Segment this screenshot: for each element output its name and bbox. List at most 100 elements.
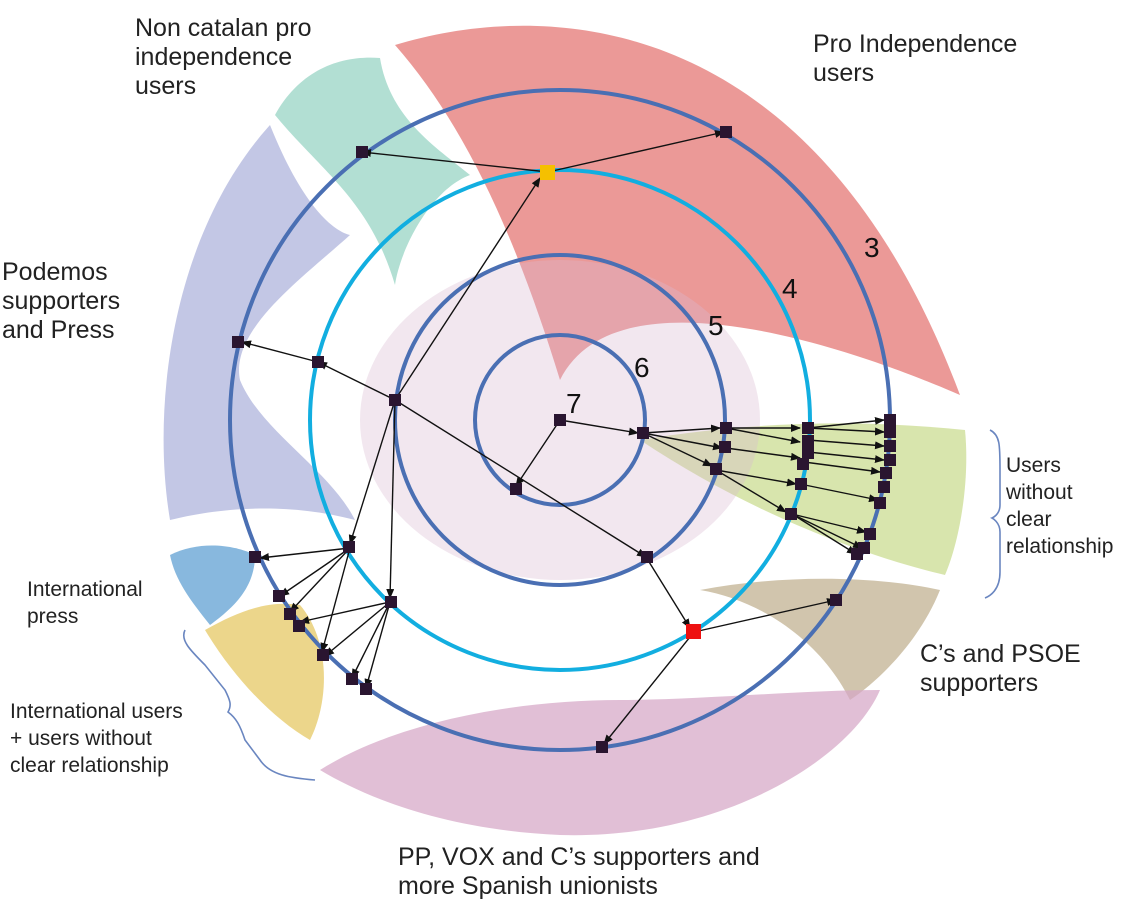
node: [554, 414, 566, 426]
label-pro-independence: Pro Independence users: [813, 30, 1018, 87]
node: [249, 551, 261, 563]
edge: [289, 547, 351, 613]
edge: [715, 469, 787, 513]
edge: [317, 361, 396, 401]
node: [802, 435, 814, 447]
edge: [791, 513, 867, 534]
node: [802, 422, 814, 434]
ring-6-label: 6: [634, 352, 650, 383]
ring-4-label: 4: [782, 273, 798, 304]
label-non-catalan: Non catalan pro independence users: [135, 14, 312, 100]
edge: [693, 598, 837, 633]
edge: [791, 513, 857, 555]
ring-5-label: 5: [708, 310, 724, 341]
edge: [361, 148, 549, 173]
edge: [386, 399, 396, 599]
edge: [241, 340, 319, 363]
label-international-users: International users + users without clea…: [10, 700, 183, 777]
band-pro-independence: [395, 25, 960, 395]
ring-4: [308, 168, 812, 672]
label-international-press: International press: [27, 578, 143, 628]
edge: [279, 547, 351, 597]
node: [346, 673, 358, 685]
node: [795, 478, 807, 490]
edge: [803, 461, 881, 475]
edges: [241, 130, 885, 745]
node: [884, 440, 896, 452]
node: [510, 483, 522, 495]
node: [317, 649, 329, 661]
node: [878, 481, 890, 493]
edge: [394, 177, 541, 401]
node: [884, 454, 896, 466]
node: [284, 608, 296, 620]
node: [596, 741, 608, 753]
node: [273, 590, 285, 602]
node: [343, 541, 355, 553]
node: [641, 551, 653, 563]
edge: [642, 432, 713, 467]
node: [385, 596, 397, 608]
edge: [642, 424, 721, 434]
edge: [547, 130, 725, 173]
node: [710, 463, 722, 475]
edge: [299, 601, 391, 624]
node: [851, 548, 863, 560]
edge: [725, 427, 801, 445]
edge: [725, 447, 801, 461]
ring-3-label: 3: [864, 232, 880, 263]
label-pp-vox: PP, VOX and C’s supporters and more Span…: [398, 843, 760, 900]
label-cs-psoe: C’s and PSOE supporters: [920, 640, 1081, 697]
node: [719, 441, 731, 453]
edge: [603, 631, 695, 745]
node: [232, 336, 244, 348]
edge: [515, 419, 561, 487]
node: [637, 427, 649, 439]
edge: [807, 451, 885, 464]
band-pp-vox: [320, 690, 880, 836]
node: [830, 594, 842, 606]
edge: [259, 547, 351, 561]
node: [293, 620, 305, 632]
node: [874, 497, 886, 509]
edge: [807, 416, 885, 429]
node: [720, 422, 732, 434]
node: [884, 426, 896, 438]
ring-7-label: 7: [566, 388, 582, 419]
node: [797, 458, 809, 470]
label-podemos: Podemos supporters and Press: [2, 258, 121, 344]
band-non-catalan: [275, 57, 470, 285]
node-highlight-yellow: [540, 165, 555, 180]
node: [389, 394, 401, 406]
node: [360, 683, 372, 695]
edge: [559, 419, 639, 436]
band-international-users: [205, 603, 324, 740]
node: [312, 356, 324, 368]
node: [720, 126, 732, 138]
edge: [715, 469, 797, 487]
node: [884, 414, 896, 426]
node: [356, 146, 368, 158]
node: [864, 528, 876, 540]
edge: [351, 601, 391, 679]
edge: [642, 432, 723, 451]
edge: [645, 556, 691, 629]
edge: [799, 483, 879, 503]
edge: [364, 601, 391, 689]
edge: [807, 427, 885, 436]
edge: [807, 439, 885, 450]
edge: [348, 399, 396, 545]
edge: [320, 547, 351, 653]
node-highlight-red: [686, 624, 701, 639]
nodes: [232, 126, 896, 753]
node: [880, 467, 892, 479]
band-international-press: [170, 545, 255, 625]
band-podemos: [163, 125, 355, 520]
band-cs-psoe: [700, 578, 940, 700]
label-unclear: Users without clear relationship: [1006, 454, 1114, 558]
node: [802, 447, 814, 459]
edge: [791, 513, 863, 549]
ring-6: [473, 333, 647, 507]
edge: [324, 601, 391, 657]
node: [785, 508, 797, 520]
